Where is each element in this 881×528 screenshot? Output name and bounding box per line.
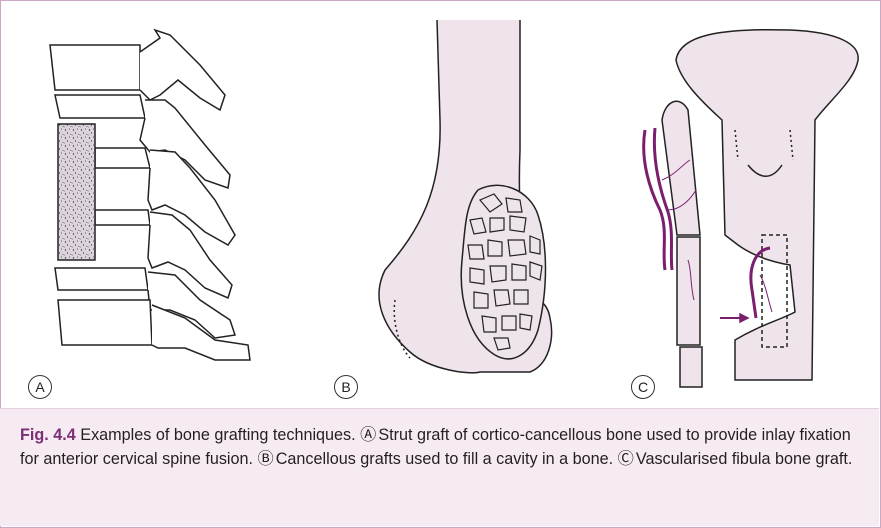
caption-part-a-label: Ⓐ <box>360 426 376 444</box>
vertebra-body-2 <box>55 95 145 118</box>
panel-label-b: B <box>334 375 358 399</box>
caption-intro: Examples of bone grafting techniques. <box>80 426 355 444</box>
panel-a-cervical-spine <box>50 30 250 360</box>
vertebra-body-4 <box>95 210 150 225</box>
figure-number: Fig. 4.4 <box>20 426 76 444</box>
panel-label-a: A <box>28 375 52 399</box>
panel-b-femur <box>379 20 552 373</box>
panel-label-c: C <box>631 375 655 399</box>
spinous-process-1 <box>140 30 225 110</box>
tibia <box>676 30 858 380</box>
caption-part-b-text: Cancellous grafts used to fill a cavity … <box>276 450 613 468</box>
figure-caption: Fig. 4.4 Examples of bone grafting techn… <box>0 408 879 526</box>
vertebra-body-6 <box>58 300 152 345</box>
fibula-graft-segment <box>677 237 700 345</box>
cavity-graft <box>461 185 545 359</box>
caption-part-c-text: Vascularised fibula bone graft. <box>636 450 853 468</box>
vertebra-body-top <box>50 45 140 90</box>
caption-part-c-label: Ⓒ <box>618 450 634 468</box>
vertebra-body-5 <box>55 268 148 290</box>
vertebra-body-3 <box>95 148 150 168</box>
caption-part-b-label: Ⓑ <box>258 450 274 468</box>
panel-c-tibia-fibula <box>644 30 858 387</box>
illustration <box>0 0 881 410</box>
strut-graft <box>58 124 95 260</box>
fibula-lower <box>680 347 702 387</box>
